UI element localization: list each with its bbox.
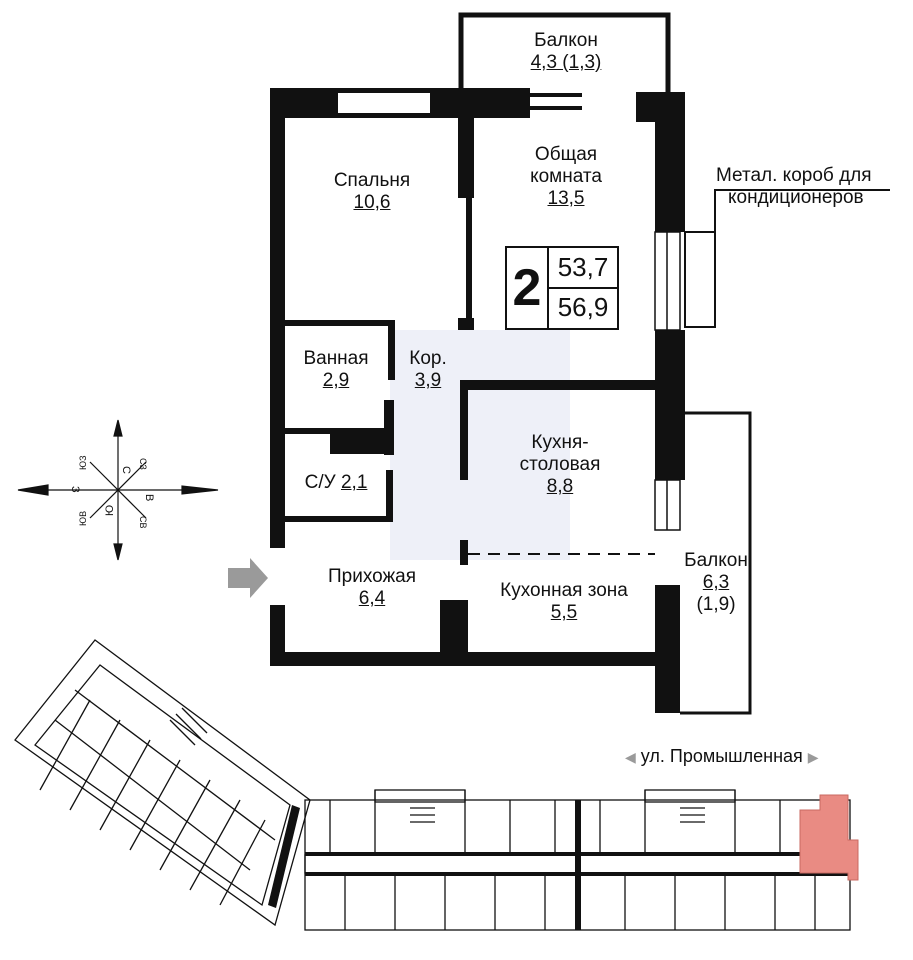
living-room-area: 13,5 bbox=[547, 188, 585, 209]
compass-labels: С Ю В З СВ СЗ ЮВ ЮЗ bbox=[69, 455, 155, 528]
label-balcony-top: Балкон 4,3 (1,3) bbox=[531, 30, 602, 74]
street-left-arrow-icon: ◀ bbox=[625, 749, 636, 765]
site-plan bbox=[14, 639, 851, 931]
walls bbox=[270, 88, 685, 713]
balcony-top-name: Балкон bbox=[534, 30, 598, 51]
compass-s-label: Ю bbox=[104, 505, 116, 516]
compass-ne-label: СВ bbox=[138, 516, 148, 529]
bathroom-area: 2,9 bbox=[322, 370, 350, 391]
living-room-name-1: Общая bbox=[534, 144, 598, 165]
ac-box-label-2: кондиционеров bbox=[728, 187, 864, 208]
wc-area: 2,1 bbox=[340, 472, 368, 493]
bedroom-area: 10,6 bbox=[353, 192, 391, 213]
street-right-arrow-icon: ▶ bbox=[807, 749, 819, 765]
label-kitchen-zone: Кухонная зона 5,5 bbox=[500, 580, 628, 624]
balcony-right-extra: (1,9) bbox=[696, 594, 736, 615]
balcony-top bbox=[458, 12, 671, 92]
kitchen-dining-area: 8,8 bbox=[546, 476, 574, 497]
compass-w-label: З bbox=[69, 486, 81, 493]
hallway-area: 6,4 bbox=[358, 588, 386, 609]
wc-name: С/У bbox=[304, 472, 336, 493]
street-name: ул. Промышленная bbox=[640, 746, 803, 766]
label-wc: С/У 2,1 bbox=[305, 472, 368, 494]
balcony-top-area: 4,3 (1,3) bbox=[530, 52, 602, 73]
balcony-right bbox=[680, 411, 752, 715]
label-hallway: Прихожая 6,4 bbox=[328, 566, 416, 610]
label-kitchen-dining: Кухня- столовая 8,8 bbox=[520, 432, 601, 498]
site-plan-thick-walls bbox=[268, 800, 850, 930]
kitchen-zone-name: Кухонная зона bbox=[500, 580, 628, 601]
balcony-right-name: Балкон bbox=[684, 550, 748, 571]
label-bedroom: Спальня 10,6 bbox=[334, 170, 410, 214]
living-room-name-2: комната bbox=[530, 166, 602, 187]
compass-e-label: В bbox=[143, 494, 155, 501]
living-area-value: 53,7 bbox=[549, 248, 617, 289]
apartment-summary-box: 2 53,7 56,9 bbox=[505, 246, 619, 330]
street-label: ◀ ул. Промышленная ▶ bbox=[625, 745, 819, 768]
highlighted-apartment bbox=[799, 794, 859, 881]
ac-box-label-1: Метал. короб для bbox=[716, 165, 872, 186]
kitchen-dining-name-2: столовая bbox=[519, 454, 601, 475]
rooms-count: 2 bbox=[507, 248, 549, 328]
windows-right bbox=[654, 231, 681, 531]
corridor-area: 3,9 bbox=[414, 370, 442, 391]
label-balcony-right: Балкон 6,3 (1,9) bbox=[684, 550, 748, 616]
balcony-right-area: 6,3 bbox=[702, 572, 730, 593]
total-area-value: 56,9 bbox=[557, 292, 609, 322]
compass bbox=[17, 419, 219, 561]
bedroom-name: Спальня bbox=[333, 170, 411, 191]
bathroom-name: Ванная bbox=[303, 348, 369, 369]
compass-se-label: ЮВ bbox=[78, 511, 88, 526]
entrance-arrow bbox=[228, 558, 268, 598]
label-corridor: Кор. 3,9 bbox=[409, 348, 446, 392]
ac-box-label: Метал. короб для кондиционеров bbox=[716, 165, 872, 209]
compass-n-label: С bbox=[120, 466, 132, 474]
label-bathroom: Ванная 2,9 bbox=[303, 348, 368, 392]
ac-box bbox=[684, 189, 890, 328]
kitchen-zone-area: 5,5 bbox=[550, 602, 578, 623]
compass-nw-label: СЗ bbox=[138, 458, 148, 470]
label-living-room: Общая комната 13,5 bbox=[530, 144, 602, 210]
hallway-name: Прихожая bbox=[327, 566, 417, 587]
corridor-tint bbox=[390, 330, 570, 560]
compass-sw-label: ЮЗ bbox=[78, 455, 88, 470]
kitchen-dining-name-1: Кухня- bbox=[531, 432, 589, 453]
corridor-name: Кор. bbox=[409, 348, 447, 369]
